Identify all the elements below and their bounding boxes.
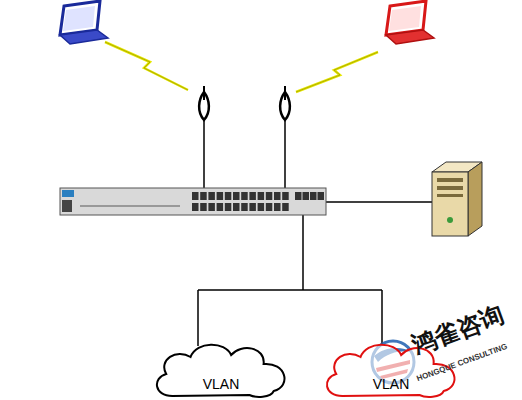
wire (203, 120, 205, 190)
server-power (447, 217, 453, 223)
switch-port (233, 203, 240, 211)
switch-port (217, 192, 224, 200)
wireless-signal (105, 42, 188, 90)
switch-port (225, 192, 232, 200)
switch-port (258, 192, 265, 200)
switch-port (233, 192, 240, 200)
access-point-right (280, 86, 290, 190)
wire (284, 120, 286, 190)
switch-panel (62, 200, 72, 212)
wireless-signal (296, 52, 378, 92)
switch-port (295, 192, 302, 200)
laptop-keyboard (386, 30, 434, 44)
switch-port (192, 192, 199, 200)
laptop-right (386, 1, 434, 44)
switch-port (258, 203, 265, 211)
network-switch (60, 188, 326, 215)
network-cloud: VLAN (150, 338, 292, 398)
switch-strip (80, 205, 180, 207)
switch-port (200, 192, 207, 200)
switch-port (249, 192, 256, 200)
server-tower (432, 162, 482, 236)
switch-port (303, 192, 310, 200)
server-drive (437, 186, 463, 190)
switch-port (266, 192, 273, 200)
switch-port (318, 192, 325, 200)
switch-port (217, 203, 224, 211)
switch-ports (192, 192, 324, 211)
laptop-keyboard (60, 30, 108, 44)
cloud-label: VLAN (373, 376, 410, 398)
switch-port (282, 203, 289, 211)
access-point-left (199, 86, 209, 190)
laptop-display (63, 6, 95, 31)
switch-port (241, 192, 248, 200)
switch-port (274, 192, 281, 200)
switch-port (225, 203, 232, 211)
switch-body (60, 188, 326, 215)
server-side (468, 162, 482, 236)
switch-logo (62, 190, 74, 197)
laptop-left (60, 1, 108, 44)
switch-port (266, 203, 273, 211)
switch-port (208, 203, 215, 211)
antenna-tip (203, 86, 205, 100)
wire (381, 290, 383, 346)
switch-port (310, 192, 317, 200)
server-drive (437, 194, 463, 197)
wire (302, 214, 304, 290)
wire (325, 201, 432, 203)
switch-port (208, 192, 215, 200)
wire (197, 290, 199, 346)
switch-port (249, 203, 256, 211)
antenna-tip (284, 86, 286, 100)
server-front (432, 172, 468, 236)
switch-port (274, 203, 281, 211)
switch-port (200, 203, 207, 211)
wire (198, 289, 382, 291)
switch-port (192, 203, 199, 211)
laptop-display (389, 6, 421, 31)
wireless-signal-edge (296, 52, 378, 92)
switch-port (282, 192, 289, 200)
cloud-label: VLAN (203, 376, 240, 398)
server-drive (437, 178, 463, 182)
switch-port (241, 203, 248, 211)
wireless-signal-edge (105, 42, 188, 90)
